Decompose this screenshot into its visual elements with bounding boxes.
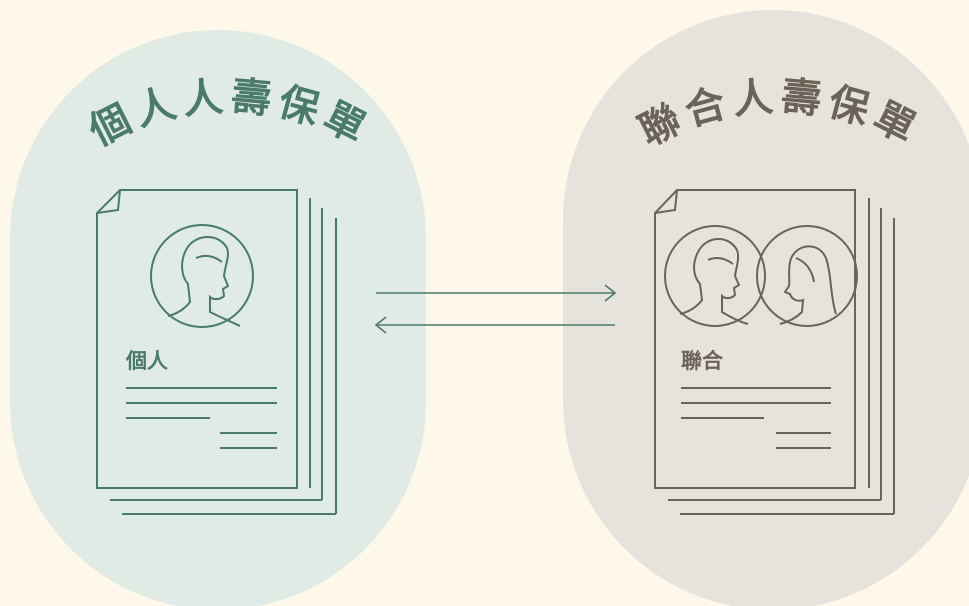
portrait-frame xyxy=(150,224,254,328)
individual-policy-group: 個人人壽保單 個人 xyxy=(10,30,426,606)
conversion-arrows xyxy=(374,284,617,334)
joint-label: 聯合 xyxy=(681,349,724,373)
folded-corner xyxy=(654,189,678,214)
joint-policy-group: 聯合人壽保單 xyxy=(563,10,969,606)
joint-background-blob xyxy=(563,10,969,606)
document-page xyxy=(96,189,298,489)
folded-corner xyxy=(96,189,121,214)
man-portrait-icon xyxy=(167,236,241,327)
portrait-frame-woman xyxy=(756,225,858,327)
arrow-right-icon xyxy=(376,284,617,302)
individual-label: 個人 xyxy=(125,349,168,373)
document-page xyxy=(654,189,856,489)
portrait-frame-man xyxy=(664,225,766,327)
arrow-left-icon xyxy=(374,316,615,334)
individual-document-icon xyxy=(96,189,337,515)
couple-portrait-icon xyxy=(679,238,837,325)
joint-document-icon xyxy=(654,189,895,515)
